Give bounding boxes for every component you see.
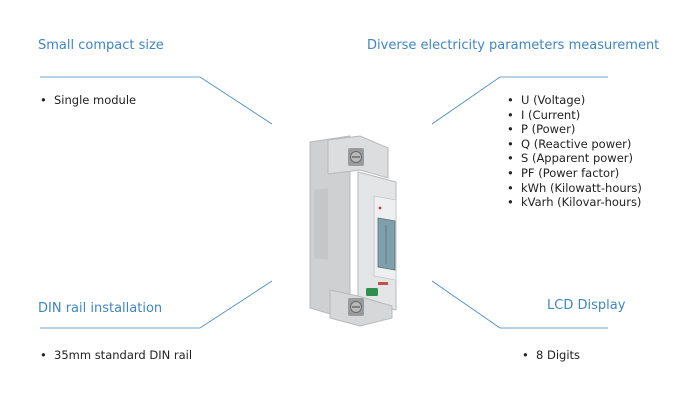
connector-bottom-left bbox=[40, 280, 273, 329]
feature-list-compact-size: Single module bbox=[40, 93, 136, 108]
list-item: kWh (Kilowatt-hours) bbox=[507, 181, 642, 196]
list-item: U (Voltage) bbox=[507, 93, 642, 108]
connector-top-right bbox=[431, 76, 608, 125]
list-item: I (Current) bbox=[507, 108, 642, 123]
list-item: 8 Digits bbox=[522, 348, 580, 363]
connector-top-left bbox=[40, 76, 273, 125]
list-item: 35mm standard DIN rail bbox=[40, 348, 192, 363]
list-item: S (Apparent power) bbox=[507, 151, 642, 166]
list-item: PF (Power factor) bbox=[507, 166, 642, 181]
feature-title-din-rail: DIN rail installation bbox=[38, 301, 163, 316]
feature-title-lcd-display: LCD Display bbox=[547, 298, 626, 313]
energy-meter-image bbox=[309, 135, 397, 327]
feature-list-lcd-display: 8 Digits bbox=[522, 348, 580, 363]
feature-list-din-rail: 35mm standard DIN rail bbox=[40, 348, 192, 363]
connector-bottom-right bbox=[431, 280, 608, 329]
feature-list-parameters: U (Voltage) I (Current) P (Power) Q (Rea… bbox=[507, 93, 642, 210]
list-item: kVarh (Kilovar-hours) bbox=[507, 195, 642, 210]
list-item: Single module bbox=[40, 93, 136, 108]
feature-title-compact-size: Small compact size bbox=[38, 38, 164, 53]
list-item: Q (Reactive power) bbox=[507, 137, 642, 152]
list-item: P (Power) bbox=[507, 122, 642, 137]
feature-title-parameters-measurement: Diverse electricity parameters measureme… bbox=[367, 38, 660, 53]
